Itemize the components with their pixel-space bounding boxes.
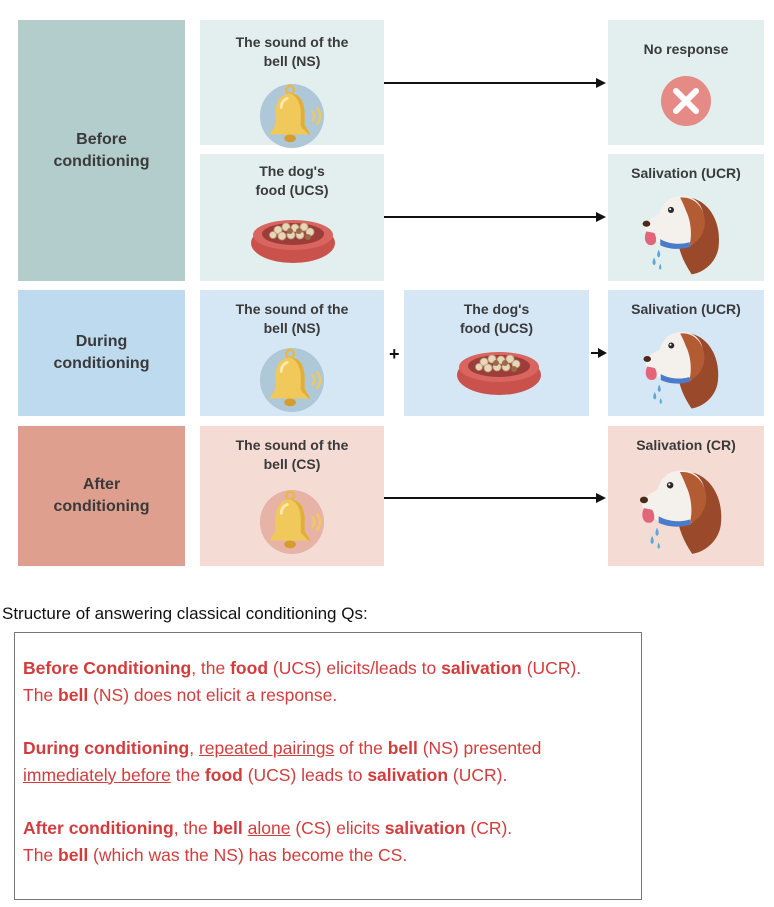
answer-text: ,	[189, 738, 199, 758]
answer-box: Before Conditioning, the food (UCS) elic…	[14, 632, 642, 900]
answer-text: salivation	[384, 818, 466, 838]
stimulus-box-bell-ns: The sound of the bell (NS)	[200, 20, 384, 145]
caption-text: Structure of answering classical conditi…	[2, 604, 368, 623]
response-box-text: Salivation (UCR)	[631, 165, 741, 181]
stimulus-box-text: The sound of the bell (CS)	[235, 437, 349, 472]
answer-text: bell	[58, 684, 89, 705]
answer-text: , the	[191, 658, 231, 678]
no-response-x-icon	[661, 76, 711, 126]
answer-text: , the	[173, 818, 213, 838]
row-label-after-text: After conditioning	[53, 476, 150, 515]
answer-text: bell	[212, 818, 243, 838]
stimulus-box-food-ucs: The dog's food (UCS)	[404, 290, 589, 416]
answer-text: (UCR).	[448, 764, 508, 785]
response-box-text: No response	[643, 41, 729, 57]
salivating-dog-icon	[638, 190, 730, 282]
answer-paragraph-after: After conditioning, the bell alone (CS) …	[23, 815, 641, 868]
answer-text: salivation	[441, 658, 522, 678]
answer-text: (CR).	[465, 818, 513, 838]
answer-text: During conditioning	[23, 738, 190, 758]
answer-text: Before Conditioning	[23, 658, 192, 678]
answer-paragraph-before: Before Conditioning, the food (UCS) elic…	[23, 655, 641, 708]
answer-text: (UCS) elicits/leads to	[268, 658, 442, 678]
answer-text: immediately before	[23, 764, 171, 785]
response-box-salivation-cr: Salivation (CR)	[608, 426, 764, 566]
stimulus-box-food-ucs: The dog's food (UCS)	[200, 154, 384, 281]
answer-text: (CS) elicits	[290, 818, 385, 838]
row-label-after: After conditioning	[18, 426, 185, 566]
row-label-during-text: During conditioning	[53, 333, 150, 372]
answer-text: of the	[334, 738, 388, 758]
answer-paragraph-during: During conditioning, repeated pairings o…	[23, 735, 641, 788]
stimulus-box-bell-ns: The sound of the bell (NS)	[200, 290, 384, 416]
plus-icon: +	[389, 344, 400, 364]
stimulus-box-bell-cs: The sound of the bell (CS)	[200, 426, 384, 566]
bell-icon	[258, 346, 326, 414]
answer-text: After conditioning	[23, 818, 174, 838]
response-box-text: Salivation (UCR)	[631, 301, 741, 317]
answer-text: (which was the NS) has become the CS.	[88, 844, 408, 865]
arrow-right-icon	[384, 212, 606, 222]
arrow-right-icon	[591, 348, 607, 358]
stimulus-box-text: The sound of the bell (NS)	[235, 301, 349, 336]
answer-text: the	[170, 764, 205, 785]
response-box-text: Salivation (CR)	[636, 437, 736, 453]
answer-text: (NS) presented	[417, 738, 542, 758]
answer-text: food	[230, 658, 269, 678]
stimulus-box-text: The dog's food (UCS)	[459, 301, 534, 336]
response-box-salivation-ucr: Salivation (UCR)	[608, 290, 764, 416]
salivating-dog-icon	[638, 464, 730, 562]
answer-text: (NS) does not elicit a response.	[88, 684, 338, 705]
arrow-right-icon	[384, 78, 606, 88]
bell-icon	[258, 488, 326, 556]
answer-text: food	[204, 764, 243, 785]
stimulus-box-text: The sound of the bell (NS)	[235, 34, 349, 69]
response-box-no-response: No response	[608, 20, 764, 145]
stimulus-box-text: The dog's food (UCS)	[255, 163, 329, 198]
bell-icon	[258, 82, 326, 150]
food-bowl-icon	[248, 214, 338, 266]
row-label-before: Before conditioning	[18, 20, 185, 281]
answer-text: bell	[387, 738, 418, 758]
answer-text: bell	[58, 844, 89, 865]
row-label-before-text: Before conditioning	[53, 130, 150, 170]
food-bowl-icon	[454, 346, 544, 398]
answer-text: alone	[247, 818, 291, 838]
response-box-salivation-ucr: Salivation (UCR)	[608, 154, 764, 281]
answer-text: repeated pairings	[198, 738, 335, 758]
answer-text: The	[23, 844, 59, 865]
answer-text: The	[23, 684, 59, 705]
arrow-right-icon	[384, 493, 606, 503]
salivating-dog-icon	[638, 326, 730, 416]
answer-text: (UCS) leads to	[242, 764, 368, 785]
answer-text: (UCR).	[521, 658, 582, 678]
row-label-during: During conditioning	[18, 290, 185, 416]
answer-text: salivation	[367, 764, 449, 785]
